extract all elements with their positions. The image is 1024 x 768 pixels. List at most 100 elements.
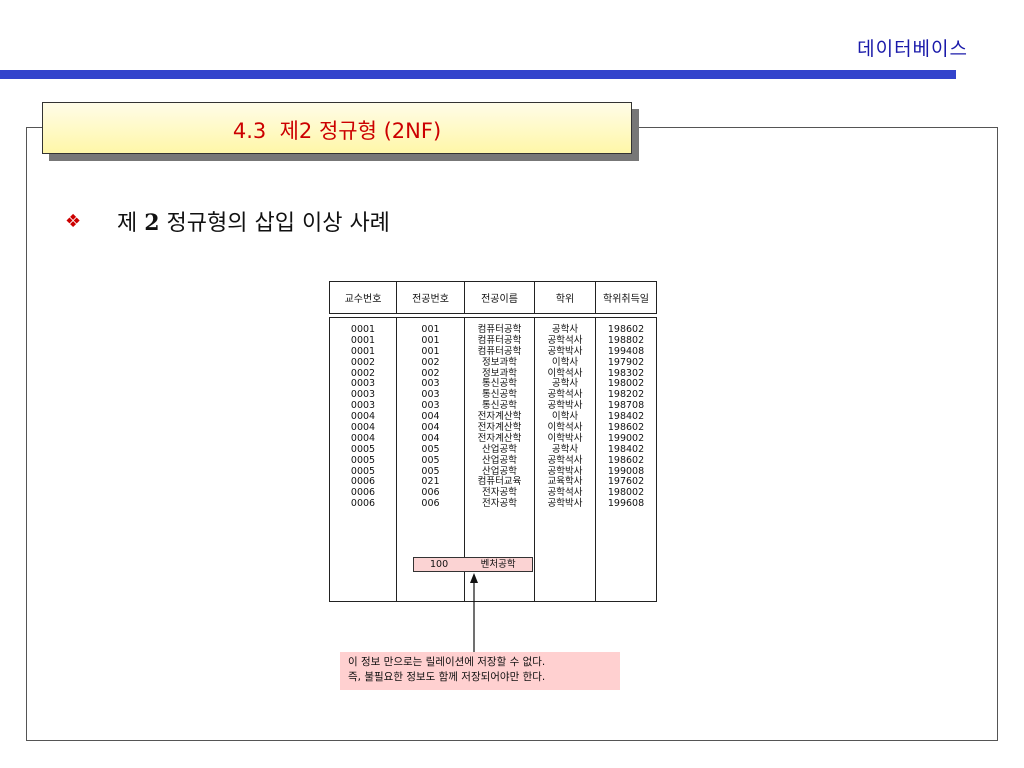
table-cell: 001 <box>421 324 440 335</box>
table-cell: 0005 <box>350 454 376 466</box>
inserted-row-highlight: 100 벤처공학 <box>413 557 533 572</box>
table-cell: 197602 <box>607 476 645 488</box>
diamond-bullet-icon: ❖ <box>65 210 82 232</box>
arrow-up-icon <box>470 573 478 653</box>
table-cell: 공학석사 <box>547 454 583 466</box>
content-frame <box>26 127 998 741</box>
title-box: 4.3 제2 정규형 (2NF) <box>42 102 632 154</box>
header-major-name: 전공이름 <box>481 294 518 305</box>
table-cell: 001 <box>421 345 440 357</box>
table-header: 교수번호 전공번호 전공이름 학위 학위취득일 <box>329 281 657 314</box>
table-cell: 공학박사 <box>547 498 583 510</box>
table-cell: 공학박사 <box>547 465 583 477</box>
inserted-major-no: 100 <box>430 559 449 570</box>
table-cell: 이학석사 <box>547 367 583 379</box>
table-cell: 컴퓨터공학 <box>477 345 522 357</box>
header-major-no: 전공번호 <box>412 294 449 305</box>
table-cell: 이학석사 <box>547 422 583 434</box>
bullet-line: ❖ 제 2 정규형의 삽입 이상 사례 <box>65 205 390 237</box>
header-date: 학위취득일 <box>603 294 649 305</box>
table-cell: 산업공학 <box>482 454 517 466</box>
brand-title: 데이터베이스 <box>857 38 968 60</box>
table-cell: 005 <box>421 454 440 466</box>
table-cell: 004 <box>421 422 440 434</box>
table-cell: 컴퓨터공학 <box>477 334 522 346</box>
table-cell: 전자공학 <box>482 498 517 510</box>
bullet-prefix: 제 <box>117 211 145 236</box>
table-cell: 0006 <box>350 498 376 510</box>
table-cell: 197902 <box>607 356 645 368</box>
bullet-suffix: 정규형의 삽입 이상 사례 <box>159 211 390 236</box>
table-cell: 198802 <box>607 334 645 346</box>
table-cell: 199608 <box>607 498 645 510</box>
table-cell: 0001 <box>350 345 376 357</box>
table-cell: 198708 <box>607 400 645 412</box>
table-cell: 0005 <box>350 443 376 455</box>
header-degree: 학위 <box>555 294 575 305</box>
bullet-text: 제 2 정규형의 삽입 이상 사례 <box>117 205 390 237</box>
table-cell: 198002 <box>607 378 645 390</box>
table-cell: 005 <box>421 443 440 455</box>
table-cell: 004 <box>421 411 440 423</box>
table-cell: 정보과학 <box>482 356 517 368</box>
table-cell: 003 <box>421 389 440 401</box>
table-cell: 컴퓨터공학 <box>477 324 522 335</box>
table-cell: 0003 <box>350 400 376 412</box>
table-cell: 교육학사 <box>547 476 583 488</box>
table-cell: 199002 <box>607 432 645 444</box>
table-cell: 0003 <box>350 389 376 401</box>
table-cell: 공학박사 <box>547 400 583 412</box>
table-cell: 산업공학 <box>482 465 517 477</box>
table-cell: 0002 <box>350 367 376 379</box>
table-cell: 0004 <box>350 422 376 434</box>
table-cell: 공학석사 <box>547 487 583 499</box>
table-cell: 0004 <box>350 411 376 423</box>
table-cell: 컴퓨터교육 <box>477 476 522 488</box>
table-cell: 199008 <box>607 465 645 477</box>
table-cell: 0006 <box>350 487 376 499</box>
table-cell: 전자공학 <box>482 487 517 499</box>
header-bar <box>0 70 956 79</box>
table-cell: 통신공학 <box>482 400 517 412</box>
table-cell: 0003 <box>350 378 376 390</box>
table-cell: 전자계산학 <box>477 432 522 444</box>
table-cell: 0001 <box>350 334 376 346</box>
table-cell: 통신공학 <box>482 378 517 390</box>
table-cell: 198002 <box>607 487 645 499</box>
header-professor: 교수번호 <box>344 294 382 305</box>
table-cell: 004 <box>421 432 440 444</box>
table-cell: 전자계산학 <box>477 422 522 434</box>
table-cell: 198302 <box>607 367 645 379</box>
table-cell: 005 <box>421 465 440 477</box>
table-cell: 공학사 <box>551 378 579 390</box>
table-cell: 산업공학 <box>482 443 517 455</box>
table-cell: 006 <box>421 487 440 499</box>
table-cell: 0002 <box>350 356 376 368</box>
table-cell: 003 <box>421 378 440 390</box>
slide-title: 4.3 제2 정규형 (2NF) <box>232 119 442 143</box>
table-cell: 이학사 <box>551 411 579 423</box>
note-line-2: 즉, 불필요한 정보도 함께 저장되어야만 한다. <box>348 671 546 683</box>
inserted-major-name: 벤처공학 <box>480 559 516 570</box>
table-cell: 198402 <box>607 411 645 423</box>
table-cell: 0001 <box>350 324 376 335</box>
table-cell: 공학사 <box>551 443 579 455</box>
table-cell: 공학석사 <box>547 389 583 401</box>
table-cell: 공학박사 <box>547 345 583 357</box>
table-cell: 198602 <box>607 324 645 335</box>
table-cell: 0005 <box>350 465 376 477</box>
table-cell: 0006 <box>350 476 376 488</box>
table-cell: 공학사 <box>551 324 579 335</box>
table-cell: 021 <box>421 476 440 488</box>
table-cell: 198202 <box>607 389 645 401</box>
bullet-number: 2 <box>144 210 160 236</box>
table-cell: 003 <box>421 400 440 412</box>
note-box: 이 정보 만으로는 릴레이션에 저장할 수 없다. 즉, 불필요한 정보도 함께… <box>340 652 620 690</box>
table-cell: 002 <box>421 356 440 368</box>
table-cell: 통신공학 <box>482 389 517 401</box>
